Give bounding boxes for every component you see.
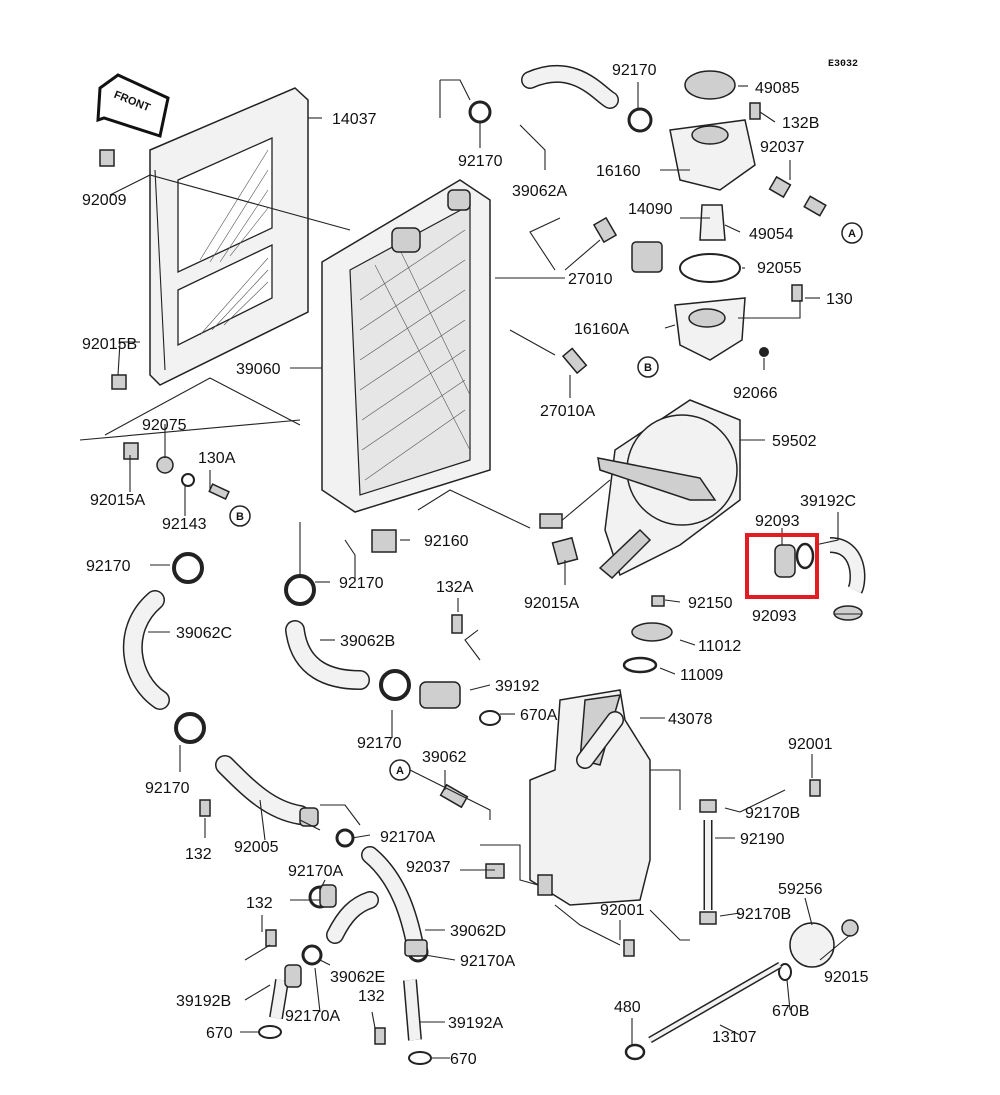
svg-text:B: B (644, 362, 652, 374)
part-label: 132 (246, 895, 273, 912)
part-label: 670B (772, 1003, 809, 1020)
part-label: 39192A (448, 1015, 503, 1032)
part-label: 39062C (176, 625, 232, 642)
part-label: 92170B (736, 906, 791, 923)
part-label: 14037 (332, 111, 377, 128)
part-label: 480 (614, 999, 641, 1016)
leader-lines (79, 79, 862, 1059)
callout-a-top: A (841, 222, 863, 244)
part-label: 59256 (778, 881, 823, 898)
part-label: 92170 (357, 735, 402, 752)
part-label: 92190 (740, 831, 785, 848)
part-label: 92170A (288, 863, 343, 880)
small-parts (99, 100, 863, 1065)
part-label: 132 (358, 988, 385, 1005)
part-label: 39192 (495, 678, 540, 695)
part-label: 39192B (176, 993, 231, 1010)
part-label: 92015B (82, 336, 137, 353)
part-label: 39192C (800, 493, 856, 510)
part-label: 43078 (668, 711, 713, 728)
part-label: 92170 (339, 575, 384, 592)
part-label: 92015A (90, 492, 145, 509)
thermostat-housing-part (669, 70, 756, 361)
part-label: 92170 (145, 780, 190, 797)
part-label: 92170A (380, 829, 435, 846)
part-label: 39062D (450, 923, 506, 940)
svg-text:A: A (396, 765, 404, 777)
part-label: 92015 (824, 969, 869, 986)
highlighted-part-92093-box (745, 533, 819, 599)
diagram-code: E3032 (828, 59, 858, 70)
part-label: 39062B (340, 633, 395, 650)
part-label: 27010A (540, 403, 595, 420)
part-label: 92170 (458, 153, 503, 170)
part-label: 49054 (749, 226, 794, 243)
part-label: 132B (782, 115, 819, 132)
part-label: 27010 (568, 271, 613, 288)
radiator-shroud-part (149, 87, 309, 386)
part-label: 670 (450, 1051, 477, 1068)
part-label: 92170A (460, 953, 515, 970)
part-label: 92037 (406, 859, 451, 876)
part-label: 11009 (680, 667, 723, 684)
part-label: 92170 (86, 558, 131, 575)
part-label: 92150 (688, 595, 733, 612)
cooling-fan-part (539, 399, 741, 580)
part-label: 92066 (733, 385, 778, 402)
part-label: 92075 (142, 417, 187, 434)
part-label: 92093 (755, 513, 800, 530)
part-labels: 14037 92009 92015B 39060 92075 92015A 13… (82, 62, 869, 1068)
part-label: 92015A (524, 595, 579, 612)
part-label: 92037 (760, 139, 805, 156)
part-label: 39060 (236, 361, 281, 378)
part-label: 13107 (712, 1029, 757, 1046)
part-label: 92055 (757, 260, 802, 277)
part-label: 130A (198, 450, 236, 467)
front-arrow-icon: FRONT (96, 73, 170, 138)
part-label: 49085 (755, 80, 800, 97)
part-label: 39062A (512, 183, 567, 200)
part-label: 11012 (698, 638, 741, 655)
part-label: 130 (826, 291, 853, 308)
part-label: 92093 (752, 608, 797, 625)
part-label: 92170B (745, 805, 800, 822)
part-label: 92170 (612, 62, 657, 79)
part-label: 92143 (162, 516, 207, 533)
part-label: 92001 (600, 902, 645, 919)
part-label: 16160 (596, 163, 641, 180)
part-label: 39062 (422, 749, 467, 766)
radiator-part (321, 179, 491, 513)
part-label: 92160 (424, 533, 469, 550)
svg-text:B: B (236, 511, 244, 523)
part-label: 16160A (574, 321, 629, 338)
part-label: 92170A (285, 1008, 340, 1025)
callout-b-mid: B (637, 356, 659, 378)
callout-a-low: A (389, 759, 411, 781)
part-label: 14090 (628, 201, 673, 218)
part-label: 670 (206, 1025, 233, 1042)
hoses (122, 65, 866, 1041)
svg-text:A: A (848, 228, 856, 240)
part-label: 132A (436, 579, 474, 596)
part-label: 92001 (788, 736, 833, 753)
part-label: 132 (185, 846, 212, 863)
part-label: 59502 (772, 433, 817, 450)
part-label: 39062E (330, 969, 385, 986)
callout-b-left: B (229, 505, 251, 527)
part-label: 670A (520, 707, 558, 724)
part-label: 92009 (82, 192, 127, 209)
part-label: 92005 (234, 839, 279, 856)
